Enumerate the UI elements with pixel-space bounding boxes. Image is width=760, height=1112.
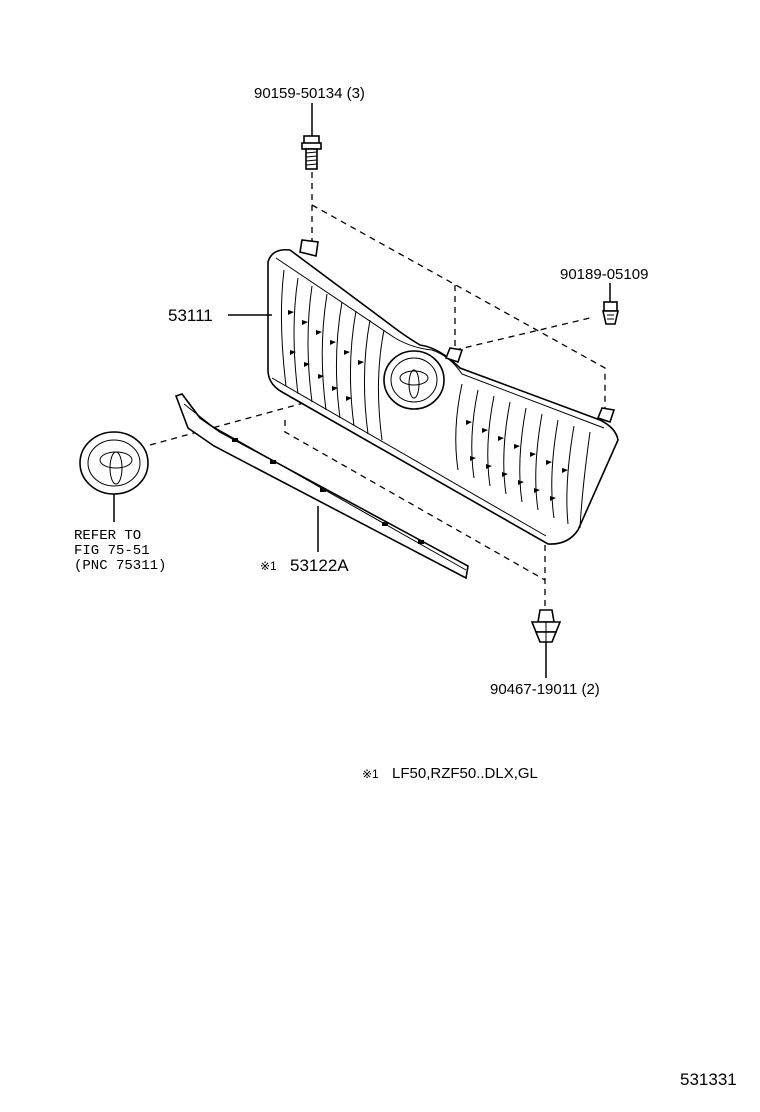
diagram-number: 531331	[680, 1070, 737, 1089]
bolt-label: 90159-50134 (3)	[254, 85, 365, 102]
clip-icon	[601, 301, 620, 325]
molding-part-label: 53122A	[290, 556, 349, 575]
bolt-icon	[301, 135, 322, 170]
push-clip-icon	[530, 609, 562, 643]
emblem-refer-line2: FIG 75-51	[74, 543, 150, 559]
clip-label: 90189-05109	[560, 266, 648, 283]
grille-molding	[174, 393, 469, 580]
push-clip-label: 90467-19011 (2)	[490, 681, 600, 698]
footnote-mark: ※1	[362, 767, 379, 781]
emblem-icon	[79, 431, 149, 495]
emblem-refer-line1: REFER TO	[74, 528, 141, 544]
molding-note-mark: ※1	[260, 559, 277, 573]
grille-part-label: 53111	[168, 306, 213, 325]
footnote-text: LF50,RZF50..DLX,GL	[392, 765, 538, 782]
emblem-refer-line3: (PNC 75311)	[74, 558, 166, 574]
radiator-grille	[267, 239, 619, 545]
